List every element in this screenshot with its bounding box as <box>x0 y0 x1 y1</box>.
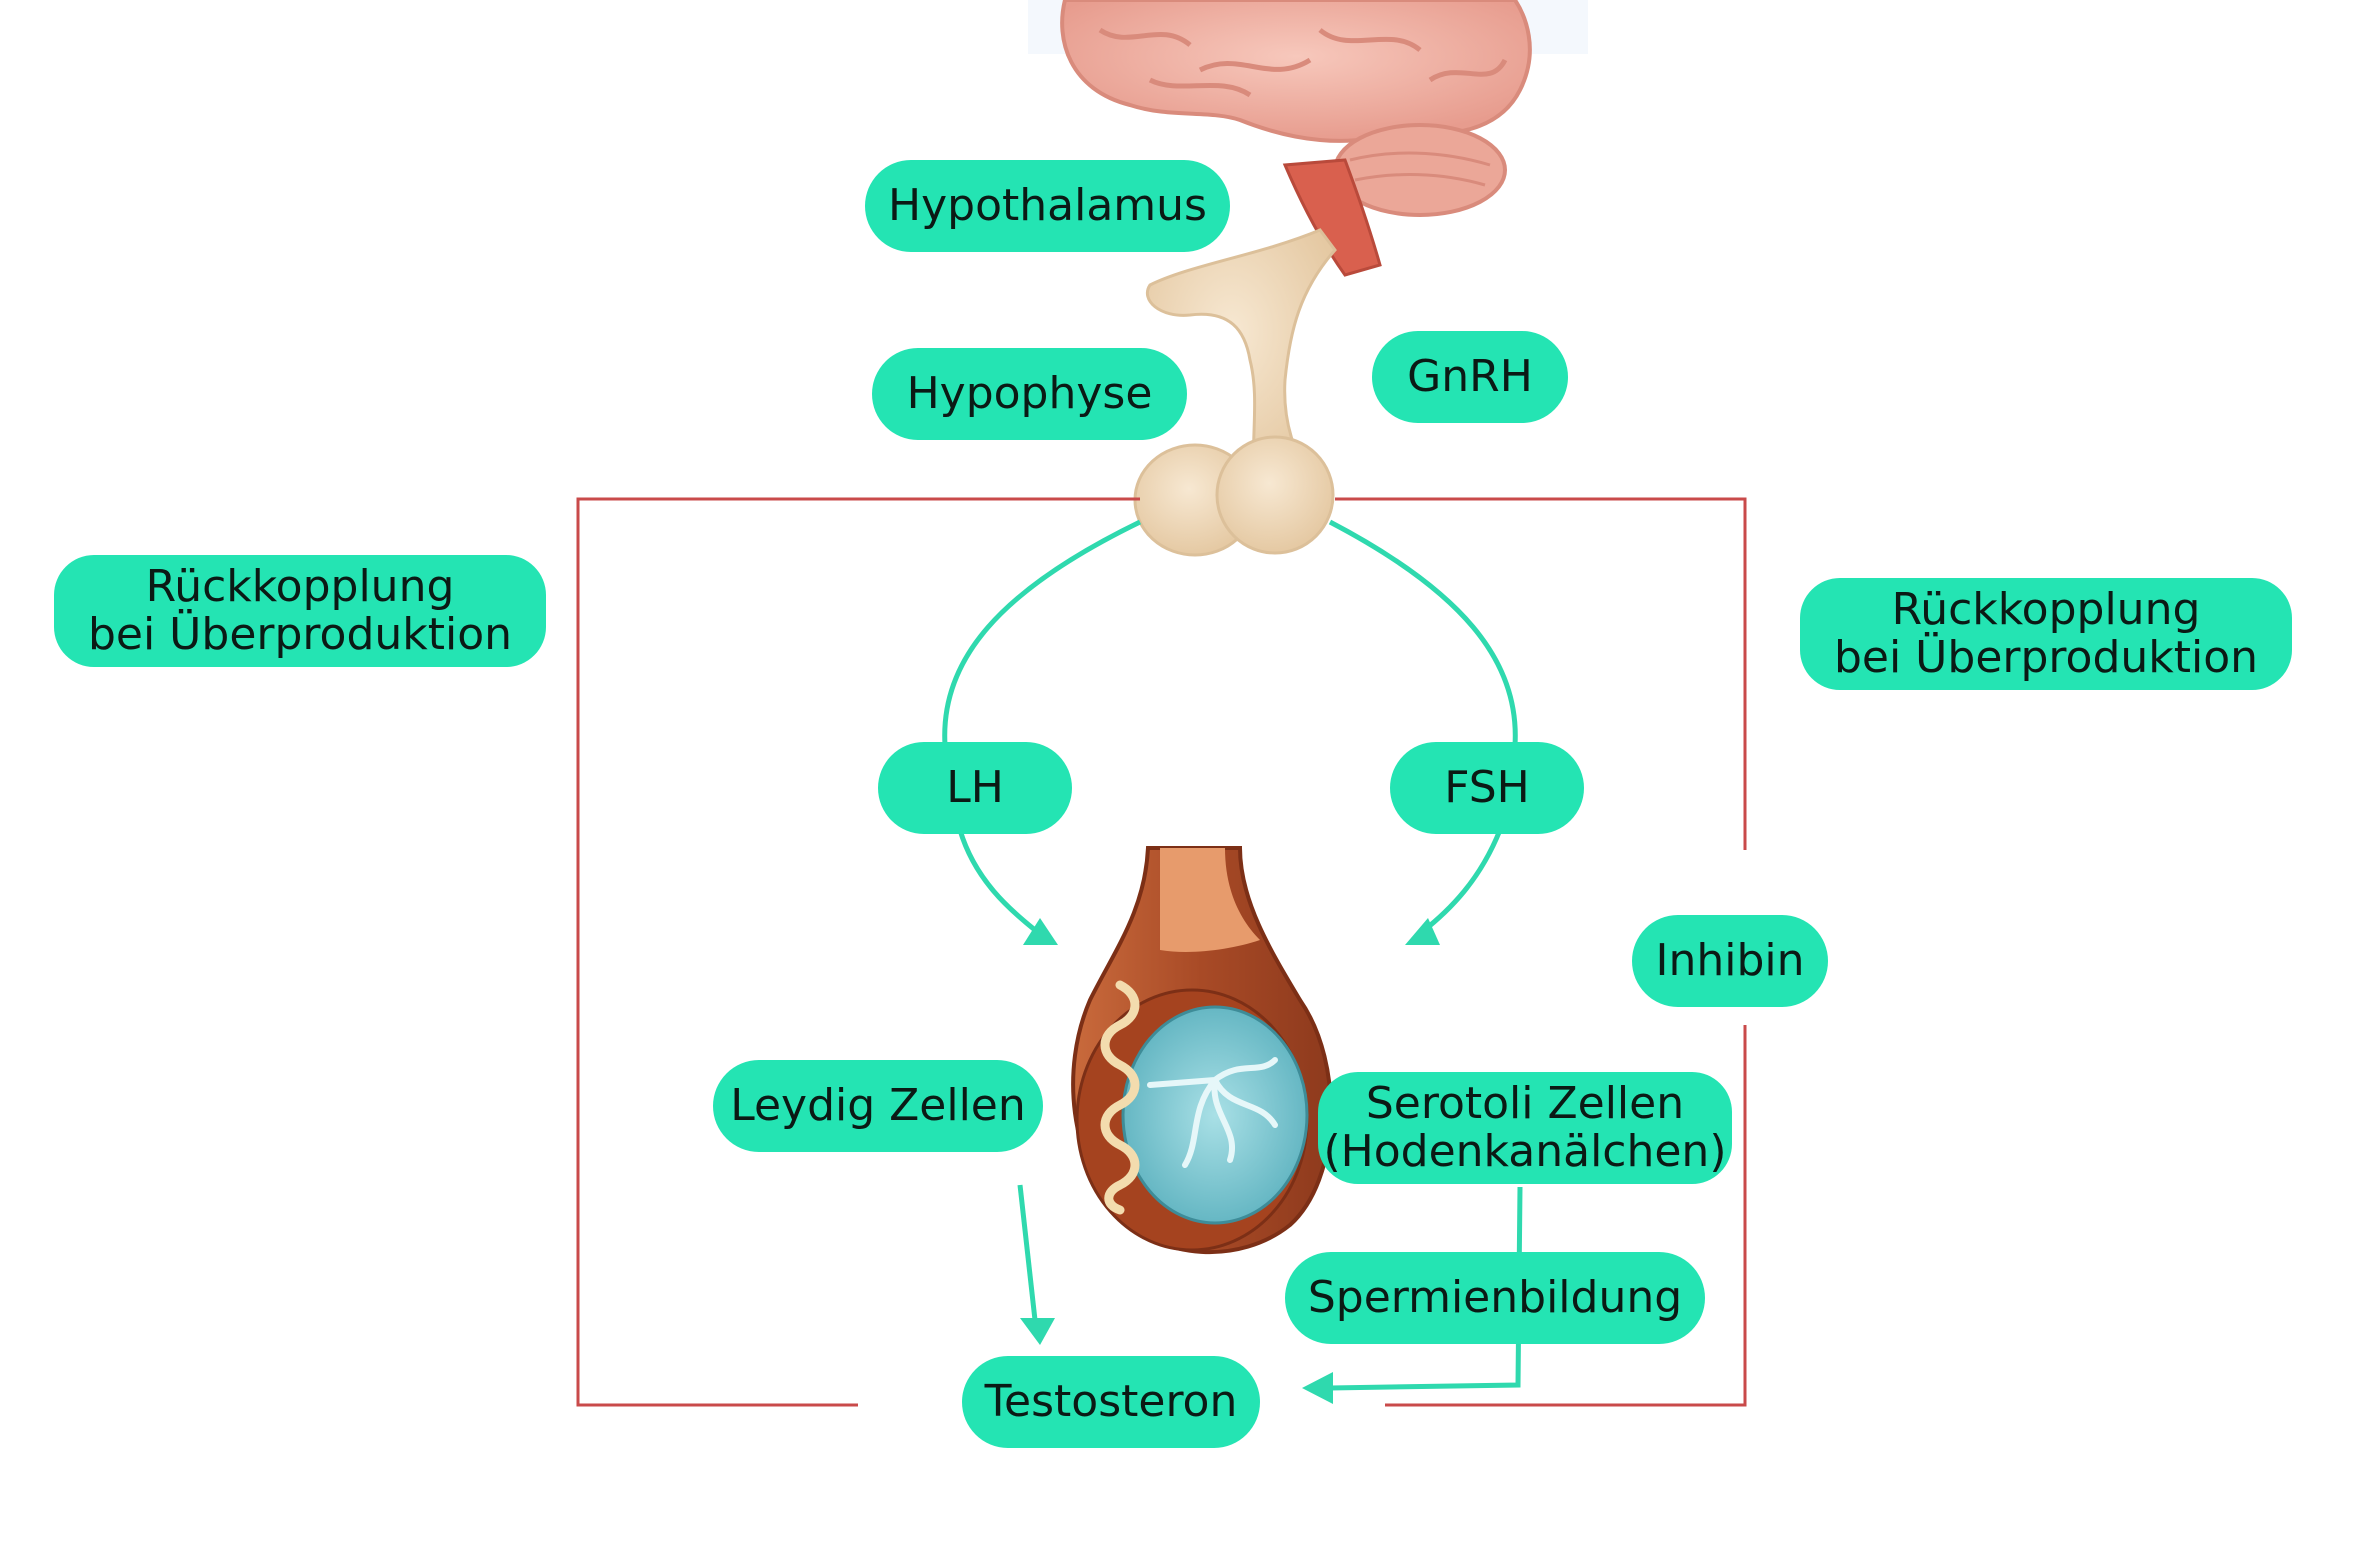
label-hypothalamus: Hypothalamus <box>865 160 1230 252</box>
label-inhibin: Inhibin <box>1632 915 1828 1007</box>
label-hypophyse: Hypophyse <box>872 348 1187 440</box>
lh-arrow-head <box>1023 918 1058 945</box>
pituitary-illustration <box>1133 228 1337 557</box>
label-spermienbildung: Spermienbildung <box>1285 1252 1705 1344</box>
label-leydig-zellen: Leydig Zellen <box>713 1060 1043 1152</box>
label-sertoli-zellen: Serotoli Zellen (Hodenkanälchen) <box>1318 1072 1732 1184</box>
label-fsh: FSH <box>1390 742 1584 834</box>
testis-illustration <box>1071 846 1333 1255</box>
label-feedback-right: Rückkopplung bei Überproduktion <box>1800 578 2292 690</box>
arrow-heads <box>1020 918 1440 1404</box>
fsh-arrow-head <box>1405 918 1440 945</box>
sertoli-arrow-head <box>1302 1372 1333 1404</box>
label-testosteron: Testosteron <box>962 1356 1260 1448</box>
label-lh: LH <box>878 742 1072 834</box>
brain-illustration <box>1060 0 1532 277</box>
label-gnrh: GnRH <box>1372 331 1568 423</box>
label-feedback-left: Rückkopplung bei Überproduktion <box>54 555 546 667</box>
feedback-loop-lines <box>576 497 1747 1407</box>
leydig-arrow-head <box>1020 1318 1055 1345</box>
